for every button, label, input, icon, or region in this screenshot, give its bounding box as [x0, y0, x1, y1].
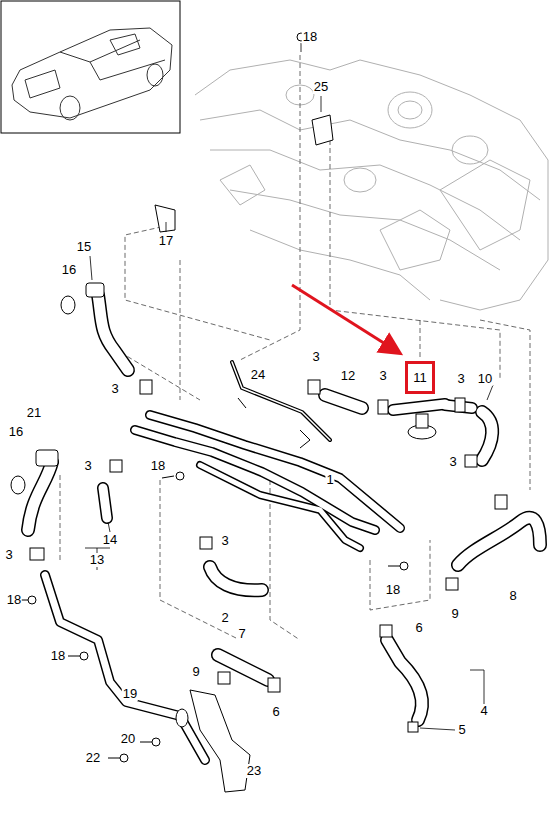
callout-number: 6 — [414, 621, 423, 635]
callout-number: 4 — [479, 704, 488, 718]
callout-number: 8 — [508, 589, 517, 603]
callout-number: 3 — [456, 372, 465, 386]
highlight-arrow — [292, 285, 398, 352]
callout-number: 3 — [83, 459, 92, 473]
callout-number: 15 — [76, 240, 92, 254]
callout-number: 3 — [220, 534, 229, 548]
callout-number: 9 — [191, 665, 200, 679]
hoses-outline — [28, 295, 540, 760]
hoses-core — [28, 295, 540, 760]
dashed-lines — [60, 55, 530, 640]
callout-number: 6 — [271, 705, 280, 719]
callout-number: 16 — [8, 425, 24, 439]
callout-number: 3 — [378, 369, 387, 383]
callout-number: 21 — [26, 406, 42, 420]
callout-number: 22 — [85, 751, 101, 765]
callout-number: 18 — [6, 593, 22, 607]
small-parts — [11, 33, 507, 792]
callout-number: 24 — [250, 368, 266, 382]
leader-lines — [85, 43, 493, 730]
callout-number: 20 — [120, 732, 136, 746]
callout-number: 18 — [302, 30, 318, 44]
callout-number: 11 — [413, 371, 427, 385]
callout-number: 5 — [457, 723, 466, 737]
callout-number: 3 — [110, 382, 119, 396]
callout-number: 3 — [311, 350, 320, 364]
callout-number: 19 — [122, 687, 138, 701]
callout-number: 18 — [150, 459, 166, 473]
callout-number: 25 — [313, 80, 329, 94]
callout-number: 3 — [4, 548, 13, 562]
callout-number: 3 — [448, 455, 457, 469]
callout-number: 13 — [89, 553, 105, 567]
highlight-box: 11 — [405, 361, 435, 394]
callout-number: 9 — [450, 607, 459, 621]
callout-number: 1 — [325, 473, 334, 487]
callout-number: 10 — [477, 372, 493, 386]
callout-number: 7 — [237, 627, 246, 641]
callout-number: 14 — [102, 533, 118, 547]
callout-number: 16 — [61, 263, 77, 277]
car-inset — [1, 1, 180, 133]
callout-number: 12 — [340, 369, 356, 383]
callout-number: 18 — [50, 649, 66, 663]
engine-outline — [195, 60, 548, 310]
callout-number: 2 — [220, 611, 229, 625]
callout-number: 23 — [246, 764, 262, 778]
callout-number: 18 — [385, 583, 401, 597]
callout-number: 17 — [158, 234, 174, 248]
